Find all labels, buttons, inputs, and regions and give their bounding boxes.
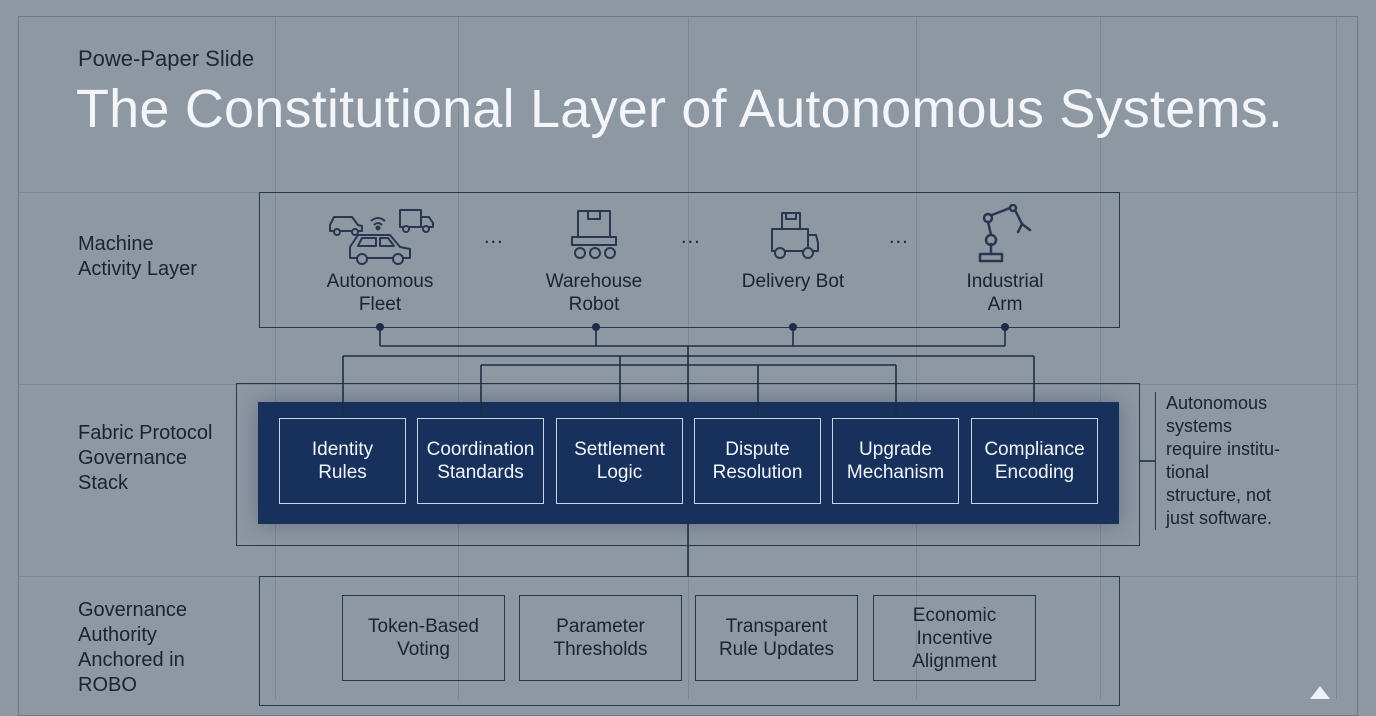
layer-label-authority: Governance Authority Anchored in ROBO: [78, 599, 187, 696]
module-dispute-resolution: Dispute Resolution: [694, 418, 821, 504]
machine-label-arm: Industrial Arm: [966, 271, 1044, 315]
delivery-bot-icon: [771, 212, 819, 259]
machine-label-delivery: Delivery Bot: [741, 271, 845, 292]
machine-label-warehouse: Warehouse Robot: [545, 271, 643, 315]
corner-triangle-icon: [1310, 686, 1330, 699]
grid-line: [916, 16, 917, 699]
grid-line: [1336, 16, 1337, 699]
authority-parameter-thresholds: Parameter Thresholds: [519, 595, 682, 681]
vehicle-fleet-icon: [329, 209, 434, 265]
grid-line: [1100, 16, 1101, 699]
authority-token-voting: Token-Based Voting: [342, 595, 505, 681]
module-coordination-standards: Coordination Standards: [417, 418, 544, 504]
authority-transparent-updates: Transparent Rule Updates: [695, 595, 858, 681]
ellipsis-separator: ...: [889, 226, 909, 248]
industrial-arm-icon: [978, 204, 1032, 263]
grid-line: [458, 16, 459, 699]
slide-title: The Constitutional Layer of Autonomous S…: [76, 79, 1284, 139]
authority-economic-alignment: Economic Incentive Alignment: [873, 595, 1036, 681]
layer-label-machine: Machine Activity Layer: [78, 233, 197, 280]
ellipsis-separator: ...: [681, 226, 701, 248]
slide-subtitle: Powe-Paper Slide: [78, 46, 255, 71]
side-note: Autonomous systems require institu- tion…: [1166, 393, 1281, 528]
layer-label-fabric: Fabric Protocol Governance Stack: [78, 422, 213, 494]
module-compliance-encoding: Compliance Encoding: [971, 418, 1098, 504]
machine-label-fleet: Autonomous Fleet: [326, 271, 434, 315]
connector-lines: [342, 323, 1155, 576]
module-upgrade-mechanism: Upgrade Mechanism: [832, 418, 959, 504]
grid-line: [275, 16, 276, 699]
note-bracket: [1155, 392, 1156, 530]
ellipsis-separator: ...: [484, 226, 504, 248]
machine-activity-box: [259, 192, 1120, 328]
module-identity-rules: Identity Rules: [279, 418, 406, 504]
warehouse-robot-icon: [571, 210, 617, 259]
module-settlement-logic: Settlement Logic: [556, 418, 683, 504]
